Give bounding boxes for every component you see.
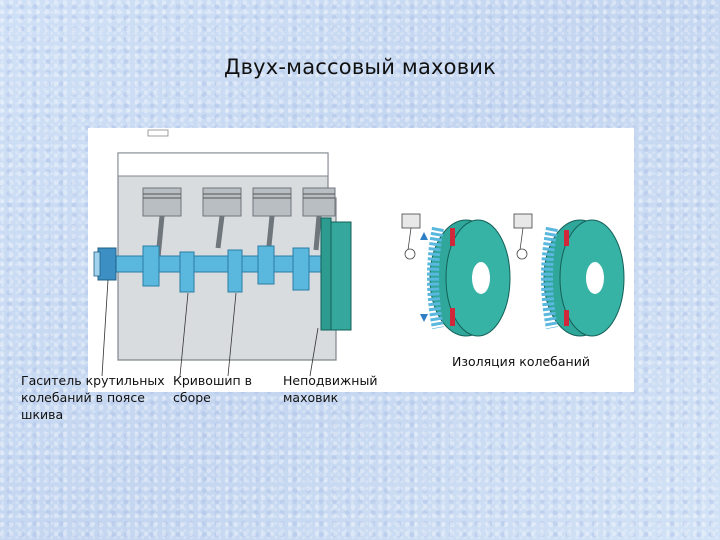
flywheel-illustration [88,128,634,392]
dual-mass-flywheel-views [401,213,625,337]
label-torsional-damper: Гаситель крутильных колебаний в поясе шк… [21,373,165,422]
label-crankshaft: Кривошип в сборе [173,373,253,405]
engine-diagram [93,129,352,377]
label-vibration-isolation: Изоляция колебаний [452,354,590,369]
label-fixed-flywheel: Неподвижный маховик [283,373,378,405]
slide-title: Двух-массовый маховик [223,55,497,79]
